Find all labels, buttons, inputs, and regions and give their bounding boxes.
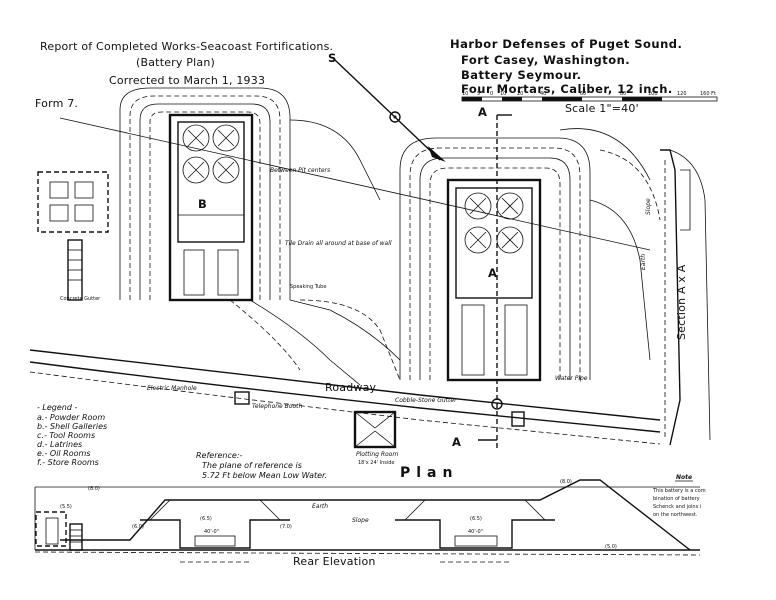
plotting-room	[353, 410, 397, 449]
compass-arrow: S	[328, 51, 446, 162]
mortar-caliber: Four Mortars, Caliber, 12 inch.	[461, 82, 673, 96]
plan-subtitle: (Battery Plan)	[136, 56, 215, 69]
note-line4: on the northwest.	[653, 512, 698, 518]
scale-tick: 10	[462, 91, 468, 97]
plotting-room-label: Plotting Room	[356, 451, 398, 458]
battery-pit-a: A	[399, 137, 591, 382]
reference-line1: The plane of reference is	[202, 461, 302, 470]
section-marker-bottom: A	[452, 435, 461, 449]
elevation-pit-width: 40'-0"	[204, 529, 219, 535]
section-marker-top: A	[478, 105, 487, 119]
slope-contours	[229, 119, 661, 386]
scale-tick: 100	[648, 91, 658, 97]
tile-drain-label: Tile Drain all around at base of wall	[285, 240, 392, 247]
section-slope: Slope	[645, 198, 652, 215]
note: Note This battery is a com bination of b…	[652, 474, 706, 518]
scale-tick: 0	[490, 91, 493, 97]
defense-title: Harbor Defenses of Puget Sound.	[450, 37, 682, 51]
pit-b-label: B	[198, 197, 207, 211]
rear-elevation-title: Rear Elevation	[293, 555, 376, 568]
spot-level: (6.5)	[470, 516, 482, 522]
legend: - Legend - a.- Powder Room b.- Shell Gal…	[37, 403, 107, 467]
spot-level: (8.0)	[88, 486, 100, 492]
scale-tick: 60	[580, 91, 586, 97]
spot-level: (6.0)	[132, 524, 144, 530]
rear-elevation	[34, 479, 701, 563]
telephone-booth-label: Telephone Booth	[252, 403, 302, 410]
elevation-slope: Slope	[352, 517, 369, 524]
plan-title: Plan	[400, 465, 458, 481]
cobble-gutter-label: Cobble-Stone Gutter	[395, 397, 457, 404]
battery-pit-b: B	[119, 87, 291, 302]
legend-item: d.- Latrines	[37, 440, 82, 449]
legend-item: f.- Store Rooms	[37, 458, 99, 467]
spot-level: (7.0)	[280, 524, 292, 530]
legend-item: e.- Oil Rooms	[37, 449, 91, 458]
section-line: A A	[452, 105, 512, 450]
scale-tick: 10	[500, 91, 506, 97]
scale-tick: 160 Ft	[700, 91, 716, 97]
water-pipe-label: Water Pipe	[555, 375, 588, 382]
reference-line2: 5.72 Ft below Mean Low Water.	[202, 471, 327, 480]
spot-level: (6.5)	[200, 516, 212, 522]
scale-tick: 40	[540, 91, 546, 97]
scale-tick: 20	[517, 91, 523, 97]
roadway-label: Roadway	[325, 381, 377, 394]
scale-bar: 10 5 0 10 20 40 60 80 100 120 160 Ft Sca…	[461, 91, 718, 115]
concrete-gutter-label: Concrete Gutter	[60, 296, 101, 302]
scale-label: Scale 1"=40'	[565, 102, 639, 115]
form-number: Form 7.	[35, 97, 78, 110]
left-building	[37, 171, 109, 301]
speaking-tube-label: Speaking Tube	[290, 284, 326, 290]
section-a-a	[660, 149, 711, 446]
reference-title: Reference:-	[196, 451, 243, 460]
section-earth: Earth	[640, 254, 647, 270]
legend-item: a.- Powder Room	[37, 413, 105, 422]
fort-name: Fort Casey, Washington.	[461, 53, 630, 67]
spot-level: (8.0)	[560, 479, 572, 485]
note-line2: bination of battery	[653, 496, 700, 502]
plotting-room-size: 18'x 24' Inside	[358, 460, 395, 466]
corrected-date: Corrected to March 1, 1933	[109, 74, 265, 87]
pit-center-line	[59, 117, 651, 251]
compass-letter: S	[328, 51, 337, 65]
scale-tick: 5	[477, 91, 480, 97]
battery-name: Battery Seymour.	[461, 68, 582, 82]
report-title: Report of Completed Works-Seacoast Forti…	[40, 40, 333, 53]
scale-tick: 80	[620, 91, 626, 97]
electric-manhole-label: Electric Manhole	[147, 385, 197, 392]
elevation-earth: Earth	[312, 503, 328, 510]
spot-level: (5.0)	[605, 544, 617, 550]
telephone-booth-box	[234, 391, 250, 405]
pit-centers-label: Between Pit centers	[270, 167, 330, 174]
section-label: Section A x A	[675, 264, 688, 340]
note-title: Note	[676, 474, 692, 481]
roadway	[29, 349, 661, 445]
telephone-booth-right	[511, 411, 525, 427]
spot-level: (5.5)	[60, 504, 72, 510]
elevation-pit-width: 40'-0"	[468, 529, 483, 535]
note-line1: This battery is a com	[652, 488, 706, 494]
legend-item: b.- Shell Galleries	[37, 422, 107, 431]
scale-tick: 120	[677, 91, 687, 97]
legend-item: c.- Tool Rooms	[37, 431, 95, 440]
pit-a-label: A	[488, 266, 497, 280]
note-line3: Schenck and joins i	[653, 504, 701, 510]
legend-title: - Legend -	[37, 403, 78, 412]
